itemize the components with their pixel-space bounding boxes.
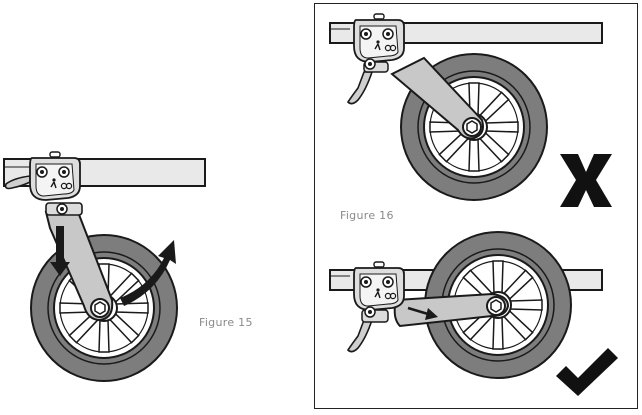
figure-16-caption: Figure 16 — [340, 209, 394, 222]
down-arrow-icon — [50, 226, 70, 276]
cross-mark-icon — [560, 154, 612, 207]
figure-16-frame — [314, 3, 638, 409]
figure-16-wrong-illustration — [329, 14, 603, 201]
figure-15-illustration — [3, 152, 206, 382]
figure-15-caption: Figure 15 — [199, 316, 253, 329]
figure-16-correct-illustration — [329, 231, 603, 379]
check-mark-icon — [556, 348, 618, 396]
right-arrow-icon — [425, 308, 438, 320]
curved-arrow-icon — [120, 240, 176, 306]
